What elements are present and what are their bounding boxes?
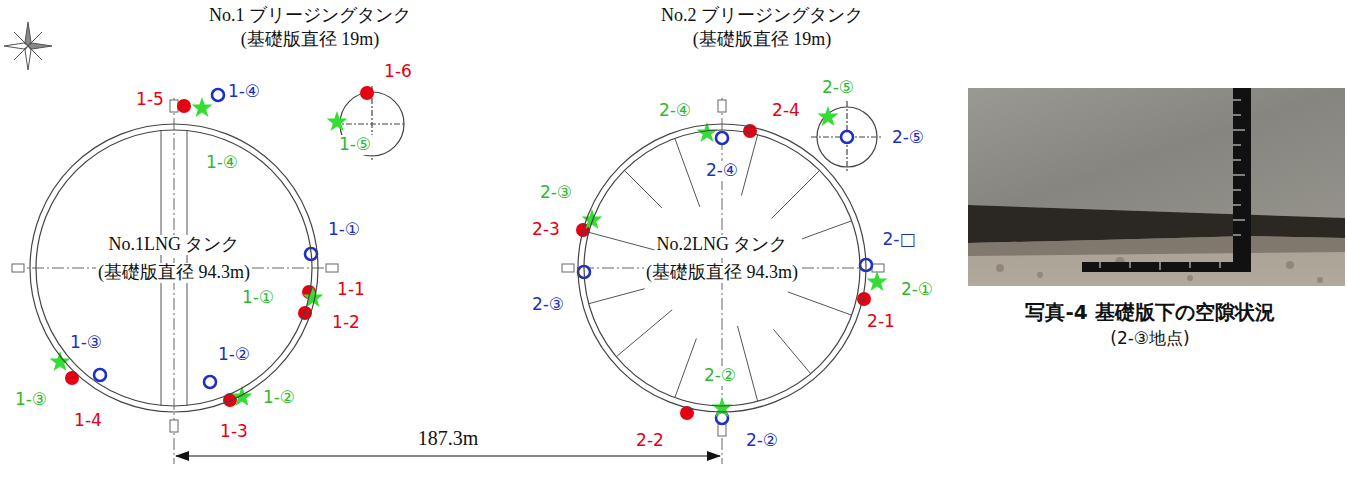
tank-wall-ring (578, 124, 866, 412)
point-label: 1-4 (72, 411, 104, 431)
point-label: 1-6 (382, 62, 414, 82)
green-survey-star (50, 97, 888, 417)
point-label: 2-② (744, 431, 780, 451)
red-survey-dot (65, 86, 871, 420)
tank-diameter: (基礎版直径 94.3m) (644, 263, 800, 283)
tank-name: No.2LNG タンク (655, 235, 790, 255)
point-label: 2-⑤ (890, 128, 926, 148)
point-label: 2-④ (657, 101, 693, 121)
point-label: 1-① (326, 220, 362, 240)
point-label: 1-5 (134, 90, 166, 110)
tank-name: No.1LNG タンク (107, 235, 242, 255)
point-label: 1-③ (13, 390, 49, 410)
point-label: 1-② (261, 388, 297, 408)
tank-subtitle: (基礎版直径 19m) (691, 29, 834, 50)
breathing-tank-outline (334, 86, 882, 172)
axis-end-boxes (12, 100, 884, 436)
point-label: 1-④ (226, 82, 262, 102)
point-label: 2-3 (530, 220, 562, 240)
point-label: 1-⑤ (337, 135, 373, 155)
point-label: 2-③ (530, 295, 566, 315)
point-label: 2-1 (865, 312, 897, 332)
tank-text-group: No.1LNG タンク (基礎版直径 94.3m) (29, 123, 319, 413)
center-axis-lines (12, 98, 884, 464)
tank-wall-ring (584, 130, 860, 406)
dimension-text: 187.3m (416, 427, 481, 450)
point-label: 1-③ (68, 333, 104, 353)
point-label: 1-② (216, 345, 252, 365)
tank-foundation-circle: No.1LNG タンク (基礎版直径 94.3m) (29, 123, 319, 413)
photo-location: (2-③地点) (1108, 329, 1191, 349)
pile-lines (589, 135, 852, 402)
point-label: 2-② (702, 366, 738, 386)
tank-wall-ring (30, 124, 318, 412)
point-label: 2-③ (538, 183, 574, 203)
point-label: 2-⑤ (820, 78, 856, 98)
photo-caption: 写真-4 基礎版下の空隙状況 (1023, 301, 1276, 324)
point-label: 2-4 (770, 101, 802, 121)
compass-symbol (4, 22, 52, 70)
point-label: 1-3 (218, 422, 250, 442)
site-photo (968, 88, 1345, 286)
tank-wall-ring (36, 130, 312, 406)
tank-title: No.1 ブリージングタンク (207, 5, 413, 26)
point-label: 1-① (240, 288, 276, 308)
point-label: 1-2 (330, 313, 362, 333)
point-label: 1-④ (204, 153, 240, 173)
tank-title: No.2 ブリージングタンク (659, 5, 865, 26)
point-label: 2-2 (634, 431, 666, 451)
point-label: 2-① (899, 280, 935, 300)
tank-subtitle: (基礎版直径 19m) (239, 29, 382, 50)
dimension-line (175, 451, 721, 461)
point-label: 2-④ (704, 161, 740, 181)
point-label: 1-1 (335, 280, 367, 300)
blue-survey-circle (94, 89, 872, 424)
tank-diameter: (基礎版直径 94.3m) (96, 263, 252, 283)
point-label: 2-□ (880, 230, 917, 250)
